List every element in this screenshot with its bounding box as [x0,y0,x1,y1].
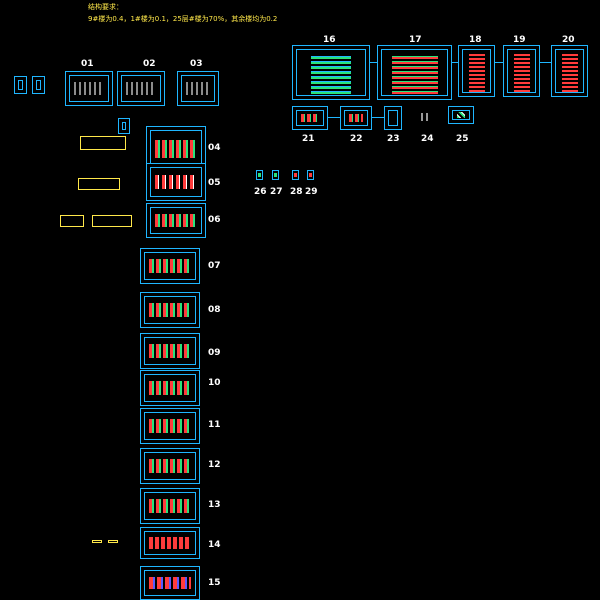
sheet-23[interactable] [384,106,402,130]
sheet-12[interactable] [140,448,200,484]
sheet-number-19: 19 [513,35,526,45]
sheet-20[interactable] [551,45,588,97]
sheet-number-05: 05 [208,178,221,188]
sheet-13[interactable] [140,488,200,524]
sheet-21[interactable] [292,106,328,130]
sheet-number-16: 16 [323,35,336,45]
sheet-number-01: 01 [81,59,94,69]
sheet-29[interactable] [307,170,314,180]
sheet-28[interactable] [292,170,299,180]
sheet-03[interactable] [177,71,219,106]
detail-outline-2 [78,178,120,190]
sheet-number-25: 25 [456,134,469,144]
sheet-number-08: 08 [208,305,221,315]
sheet-09[interactable] [140,333,200,369]
sheet-number-27: 27 [270,187,283,197]
sheet-number-10: 10 [208,378,221,388]
sheet-19[interactable] [503,45,540,97]
sheet-number-29: 29 [305,187,318,197]
sheet-number-24: 24 [421,134,434,144]
thumb-sheet-b[interactable] [32,76,45,94]
sheet-24[interactable] [412,106,440,128]
detail-outline-5 [92,540,102,543]
detail-outline-1 [80,136,126,150]
connector-line-21-22 [328,117,340,118]
sheet-number-18: 18 [469,35,482,45]
sheet-number-02: 02 [143,59,156,69]
sheet-number-13: 13 [208,500,221,510]
sheet-number-23: 23 [387,134,400,144]
sheet-number-07: 07 [208,261,221,271]
connector-line-18-19 [495,62,503,63]
sheet-15[interactable] [140,566,200,600]
sheet-number-09: 09 [208,348,221,358]
legend-sheet[interactable] [118,118,130,134]
thumb-sheet-a[interactable] [14,76,27,94]
connector-line-17-18 [452,62,458,63]
detail-outline-3 [60,215,84,227]
sheet-16[interactable] [292,45,370,100]
sheet-number-04: 04 [208,143,221,153]
detail-outline-4 [92,215,132,227]
sheet-number-26: 26 [254,187,267,197]
sheet-08[interactable] [140,292,200,328]
connector-line-16-17 [370,62,377,63]
sheet-22[interactable] [340,106,372,130]
sheet-27[interactable] [272,170,279,180]
sheet-number-15: 15 [208,578,221,588]
sheet-07[interactable] [140,248,200,284]
sheet-18[interactable] [458,45,495,97]
sheet-14[interactable] [140,527,200,559]
sheet-number-14: 14 [208,540,221,550]
sheet-number-28: 28 [290,187,303,197]
sheet-number-17: 17 [409,35,422,45]
sheet-01[interactable] [65,71,113,106]
sheet-25[interactable] [448,106,474,124]
sheet-number-21: 21 [302,134,315,144]
connector-line-19-20 [540,62,551,63]
sheet-10[interactable] [140,370,200,406]
sheet-02[interactable] [117,71,165,106]
sheet-number-20: 20 [562,35,575,45]
structure-note-title: 结构要求： [88,3,123,11]
sheet-number-22: 22 [350,134,363,144]
sheet-26[interactable] [256,170,263,180]
sheet-number-06: 06 [208,215,221,225]
sheet-number-11: 11 [208,420,221,430]
detail-outline-6 [108,540,118,543]
connector-line-22-23 [372,117,384,118]
sheet-11[interactable] [140,408,200,444]
sheet-number-12: 12 [208,460,221,470]
sheet-05[interactable] [146,163,206,201]
structure-note-text: 9#楼为0.4，1#楼为0.1，25层#楼为70%，其余楼均为0.2 [88,15,278,23]
sheet-17[interactable] [377,45,452,100]
sheet-number-03: 03 [190,59,203,69]
sheet-06[interactable] [146,203,206,238]
